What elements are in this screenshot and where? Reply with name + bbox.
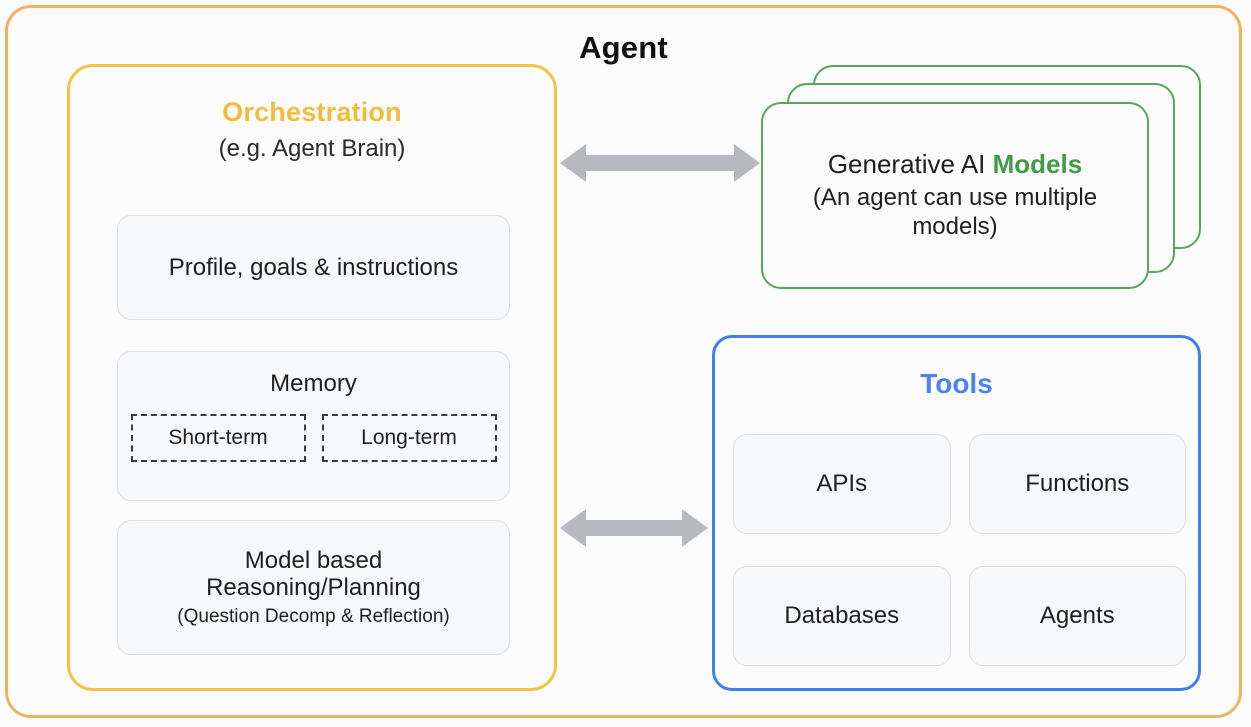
memory-short-term-box[interactable]: Short-term (130, 414, 306, 462)
tool-card-databases-label: Databases (784, 602, 900, 629)
tools-panel: Tools APIs Functions Databases Agents (712, 335, 1201, 691)
tool-card-functions-label: Functions (1025, 470, 1130, 497)
tool-card-agents[interactable]: Agents (968, 566, 1186, 666)
models-title-prefix: Generative AI (827, 149, 993, 180)
memory-short-term-label: Short-term (168, 426, 268, 449)
memory-card[interactable]: Memory Short-term Long-term (117, 351, 510, 501)
tool-card-apis-label: APIs (816, 470, 868, 497)
page-title: Agent (579, 30, 668, 65)
profile-goals-instructions-card[interactable]: Profile, goals & instructions (117, 215, 510, 320)
tools-title: Tools (920, 368, 993, 399)
models-title-accent: Models (992, 149, 1083, 180)
profile-card-label: Profile, goals & instructions (168, 253, 459, 281)
reasoning-line-2: Reasoning/Planning (206, 573, 421, 601)
tools-grid: APIs Functions Databases Agents (733, 434, 1186, 666)
models-subtitle: (An agent can use multiple models) (812, 184, 1098, 240)
generative-ai-models-stack[interactable]: Generative AI Models (An agent can use m… (761, 65, 1201, 289)
arrow-orchestration-to-tools-icon (560, 509, 708, 547)
model-card-front[interactable]: Generative AI Models (An agent can use m… (761, 102, 1149, 289)
reasoning-note: (Question Decomp & Reflection) (177, 605, 450, 627)
memory-subitems: Short-term Long-term (118, 414, 509, 462)
memory-long-term-label: Long-term (361, 426, 457, 449)
reasoning-line-1: Model based (244, 546, 383, 574)
tool-card-apis[interactable]: APIs (733, 434, 951, 534)
memory-card-title: Memory (270, 370, 357, 397)
model-based-reasoning-card[interactable]: Model based Reasoning/Planning (Question… (117, 520, 510, 655)
orchestration-panel: Orchestration (e.g. Agent Brain) Profile… (67, 64, 557, 691)
arrow-orchestration-to-models-icon (560, 144, 760, 182)
orchestration-subtitle: (e.g. Agent Brain) (218, 135, 406, 162)
tool-card-functions[interactable]: Functions (968, 434, 1186, 534)
tool-card-agents-label: Agents (1039, 602, 1115, 629)
agent-frame: Agent Orchestration (e.g. Agent Brain) P… (5, 5, 1242, 718)
memory-long-term-box[interactable]: Long-term (321, 414, 497, 462)
models-title: Generative AI Models (828, 149, 1082, 180)
orchestration-title: Orchestration (222, 97, 402, 127)
tool-card-databases[interactable]: Databases (733, 566, 951, 666)
